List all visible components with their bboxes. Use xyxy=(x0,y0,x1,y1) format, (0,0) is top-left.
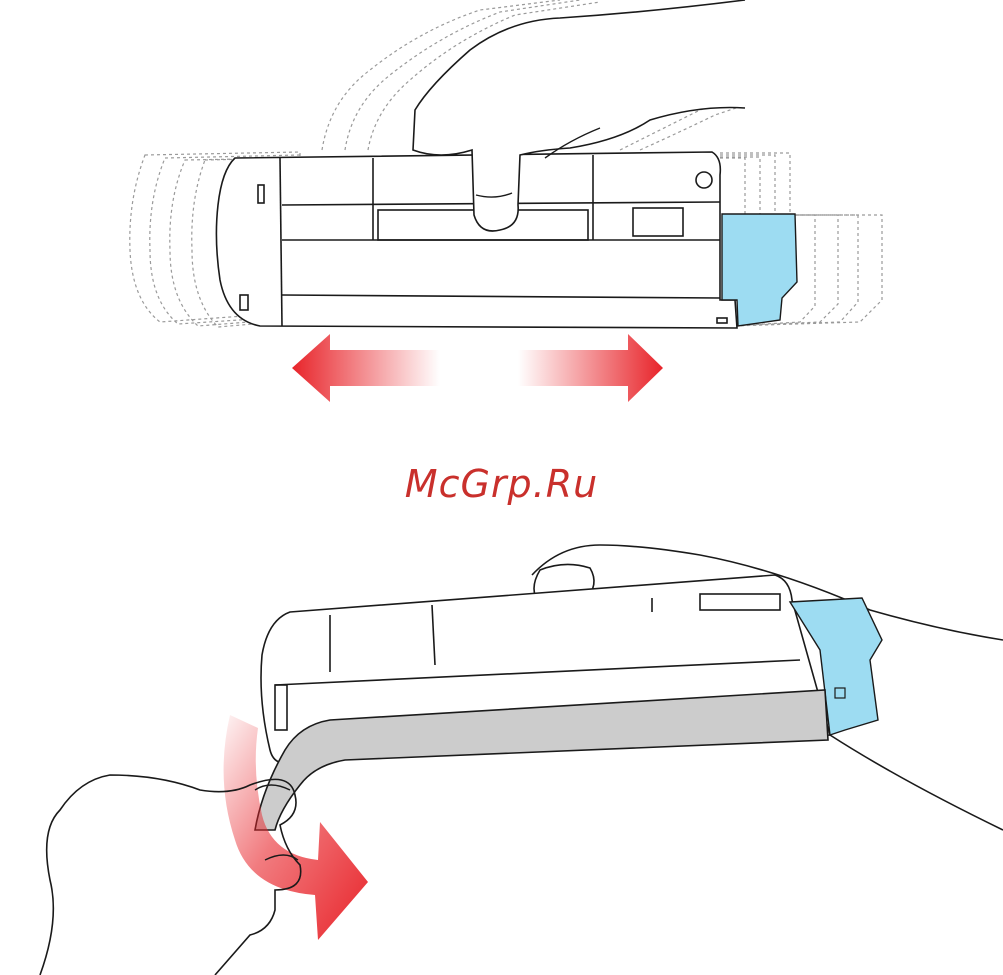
arrow-left-icon xyxy=(292,334,440,402)
watermark-text: McGrp.Ru xyxy=(0,462,1003,506)
arrow-right-icon xyxy=(518,334,663,402)
hand-left xyxy=(40,775,301,975)
shake-scene xyxy=(130,0,882,402)
peel-scene xyxy=(40,545,1003,975)
shake-arrows xyxy=(292,334,663,402)
